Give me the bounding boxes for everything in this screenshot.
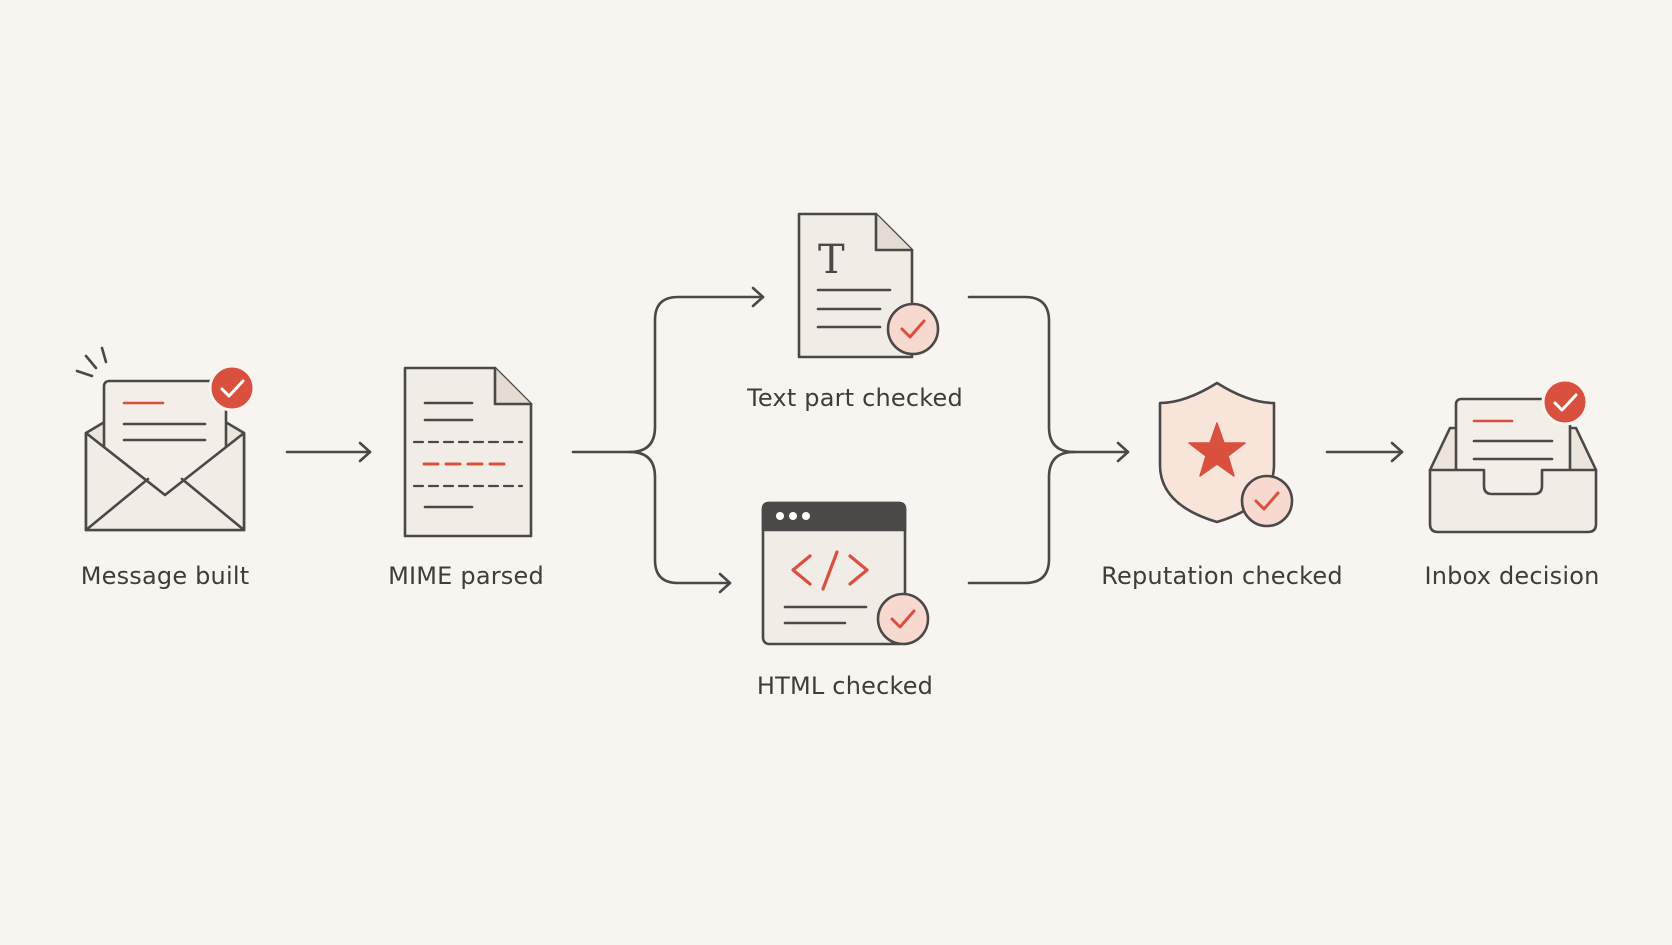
node-label-text-part-checked: Text part checked [747, 384, 963, 412]
text-document-icon: T [797, 212, 914, 359]
code-window-icon [761, 501, 907, 646]
outline-check-badge-icon [886, 302, 940, 356]
outline-check-badge-icon [876, 592, 930, 646]
node-label-reputation-checked: Reputation checked [1101, 562, 1343, 590]
node-label-inbox-decision: Inbox decision [1424, 562, 1600, 590]
filled-check-badge-icon [1541, 378, 1589, 426]
connector-reputation-to-inbox [1325, 441, 1404, 463]
svg-text:T: T [818, 237, 845, 283]
connector-message-to-mime [285, 441, 372, 463]
outline-check-badge-icon [1240, 474, 1294, 528]
connector-merge-to-reputation [967, 295, 1130, 585]
open-envelope-with-letter-icon [75, 346, 246, 532]
document-with-dashed-lines-icon [403, 366, 533, 538]
connector-mime-split [571, 286, 765, 594]
node-label-html-checked: HTML checked [756, 672, 934, 700]
node-label-mime-parsed: MIME parsed [388, 562, 544, 590]
node-label-message-built: Message built [80, 562, 250, 590]
inbox-tray-icon [1428, 397, 1598, 534]
filled-check-badge-icon [208, 364, 256, 412]
